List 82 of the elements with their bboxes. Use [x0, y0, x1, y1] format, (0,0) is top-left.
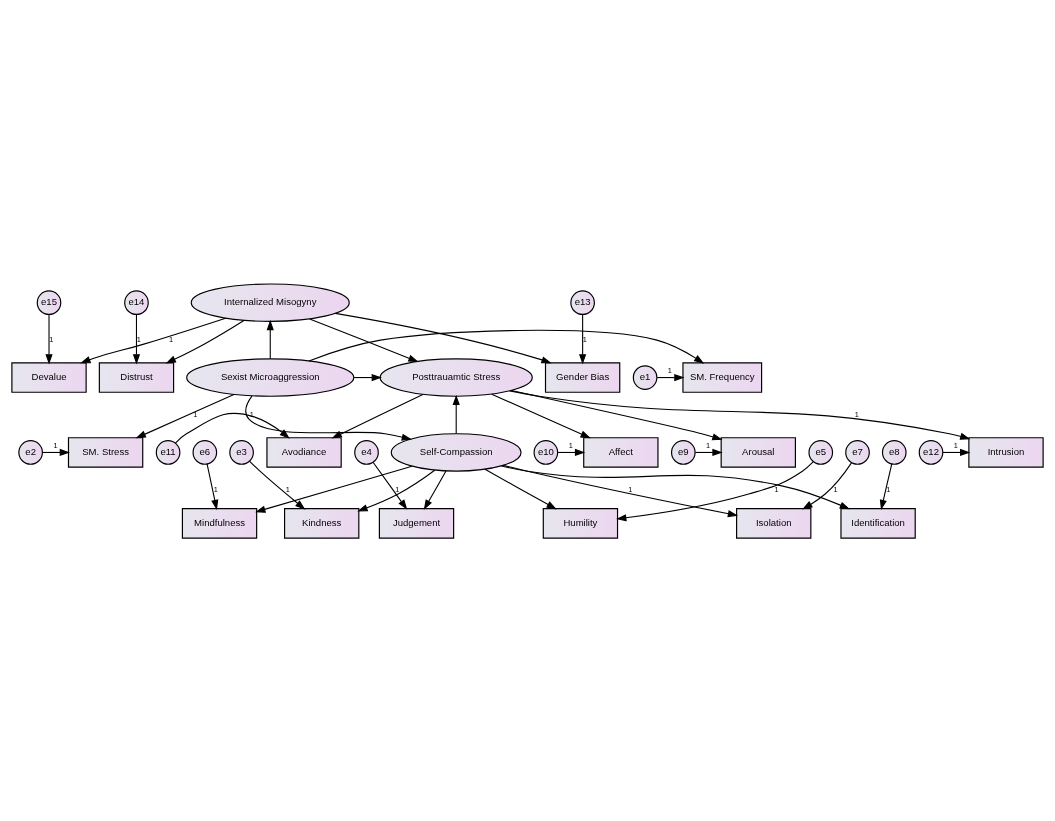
arrow: [206, 463, 219, 510]
arrow: [879, 463, 893, 510]
node-box: Arousal: [720, 436, 796, 468]
node-box: Mindfulness: [181, 507, 258, 539]
edge-label: 1: [193, 409, 198, 419]
edge-label: 1: [285, 484, 290, 494]
node-box: Distrust: [98, 361, 175, 393]
node-circle: e4: [354, 439, 379, 465]
arrow: [484, 468, 557, 509]
arrow: [135, 393, 235, 438]
arrow: [308, 329, 705, 364]
edge-label: 1: [49, 334, 54, 344]
edge-label: 1: [706, 440, 711, 450]
arrow: [334, 312, 552, 363]
node-circle: e6: [192, 439, 218, 465]
node-ellipse: Internalized Misogyny: [190, 282, 350, 322]
arrow: [509, 389, 971, 440]
node-box: Humility: [542, 507, 619, 539]
edge-label: 1: [582, 334, 587, 344]
edge-label: 1: [168, 334, 174, 344]
node-circle: e5: [808, 439, 834, 465]
edge-label: 1: [833, 484, 838, 494]
arrow: [423, 470, 447, 510]
arrow: [266, 319, 274, 359]
node-circle: e7: [845, 439, 870, 465]
edge-label: 1: [395, 484, 400, 494]
node-circle: e3: [229, 439, 254, 465]
edge-label: 1: [249, 409, 254, 419]
node-circle: e1: [632, 364, 658, 390]
arrow: [353, 373, 382, 381]
node-ellipse: Sexist Microaggression: [186, 357, 355, 397]
node-circle: e10: [533, 439, 559, 465]
node-box: Devalue: [11, 361, 87, 393]
node-circle: e15: [36, 289, 62, 315]
node-ellipse: Posttrauamtic Stress: [379, 357, 533, 397]
edge-label: 1: [854, 409, 859, 419]
arrow: [579, 313, 587, 364]
arrow: [309, 317, 419, 362]
node-circle: e9: [670, 439, 696, 465]
arrow: [616, 460, 814, 521]
arrow: [132, 313, 141, 364]
edge-label: 1: [213, 484, 218, 494]
edge-label: 1: [774, 484, 779, 494]
arrow: [80, 317, 227, 363]
arrow: [331, 393, 424, 438]
edge-label: 1: [568, 440, 573, 450]
node-box: Isolation: [736, 507, 812, 539]
arrow: [510, 389, 723, 440]
arrow: [491, 393, 591, 438]
arrow: [255, 465, 413, 513]
node-box: Judgement: [378, 507, 455, 539]
node-box: SM. Stress: [67, 436, 144, 468]
node-box: Intrusion: [968, 436, 1044, 468]
arrow: [249, 460, 306, 510]
arrow: [174, 412, 290, 444]
node-box: Identification: [840, 507, 916, 539]
arrow: [372, 461, 408, 510]
edge-label: 1: [136, 334, 141, 344]
edge-label: 1: [886, 484, 891, 494]
arrow: [357, 469, 436, 511]
node-box: Affect: [583, 436, 659, 468]
node-circle: e12: [918, 439, 944, 465]
edge-label: 1: [628, 484, 633, 494]
node-circle: e11: [155, 439, 181, 465]
node-circle: e8: [881, 439, 907, 465]
node-box: SM. Frequency: [682, 361, 763, 393]
node-circle: e14: [124, 289, 149, 315]
edge-label: 1: [53, 440, 58, 450]
arrow: [452, 394, 460, 434]
arrow: [802, 461, 853, 509]
edge-label: 1: [953, 440, 958, 450]
node-circle: e13: [570, 289, 595, 315]
node-circle: e2: [18, 439, 43, 465]
arrow: [245, 394, 412, 441]
node-box: Gender Bias: [544, 361, 621, 393]
arrow: [45, 313, 53, 364]
node-box: Avodiance: [266, 436, 342, 468]
arrow: [502, 464, 739, 517]
arrow: [500, 464, 850, 509]
edge-label: 1: [667, 365, 672, 375]
arrow: [165, 319, 245, 364]
node-box: Kindness: [284, 507, 360, 539]
